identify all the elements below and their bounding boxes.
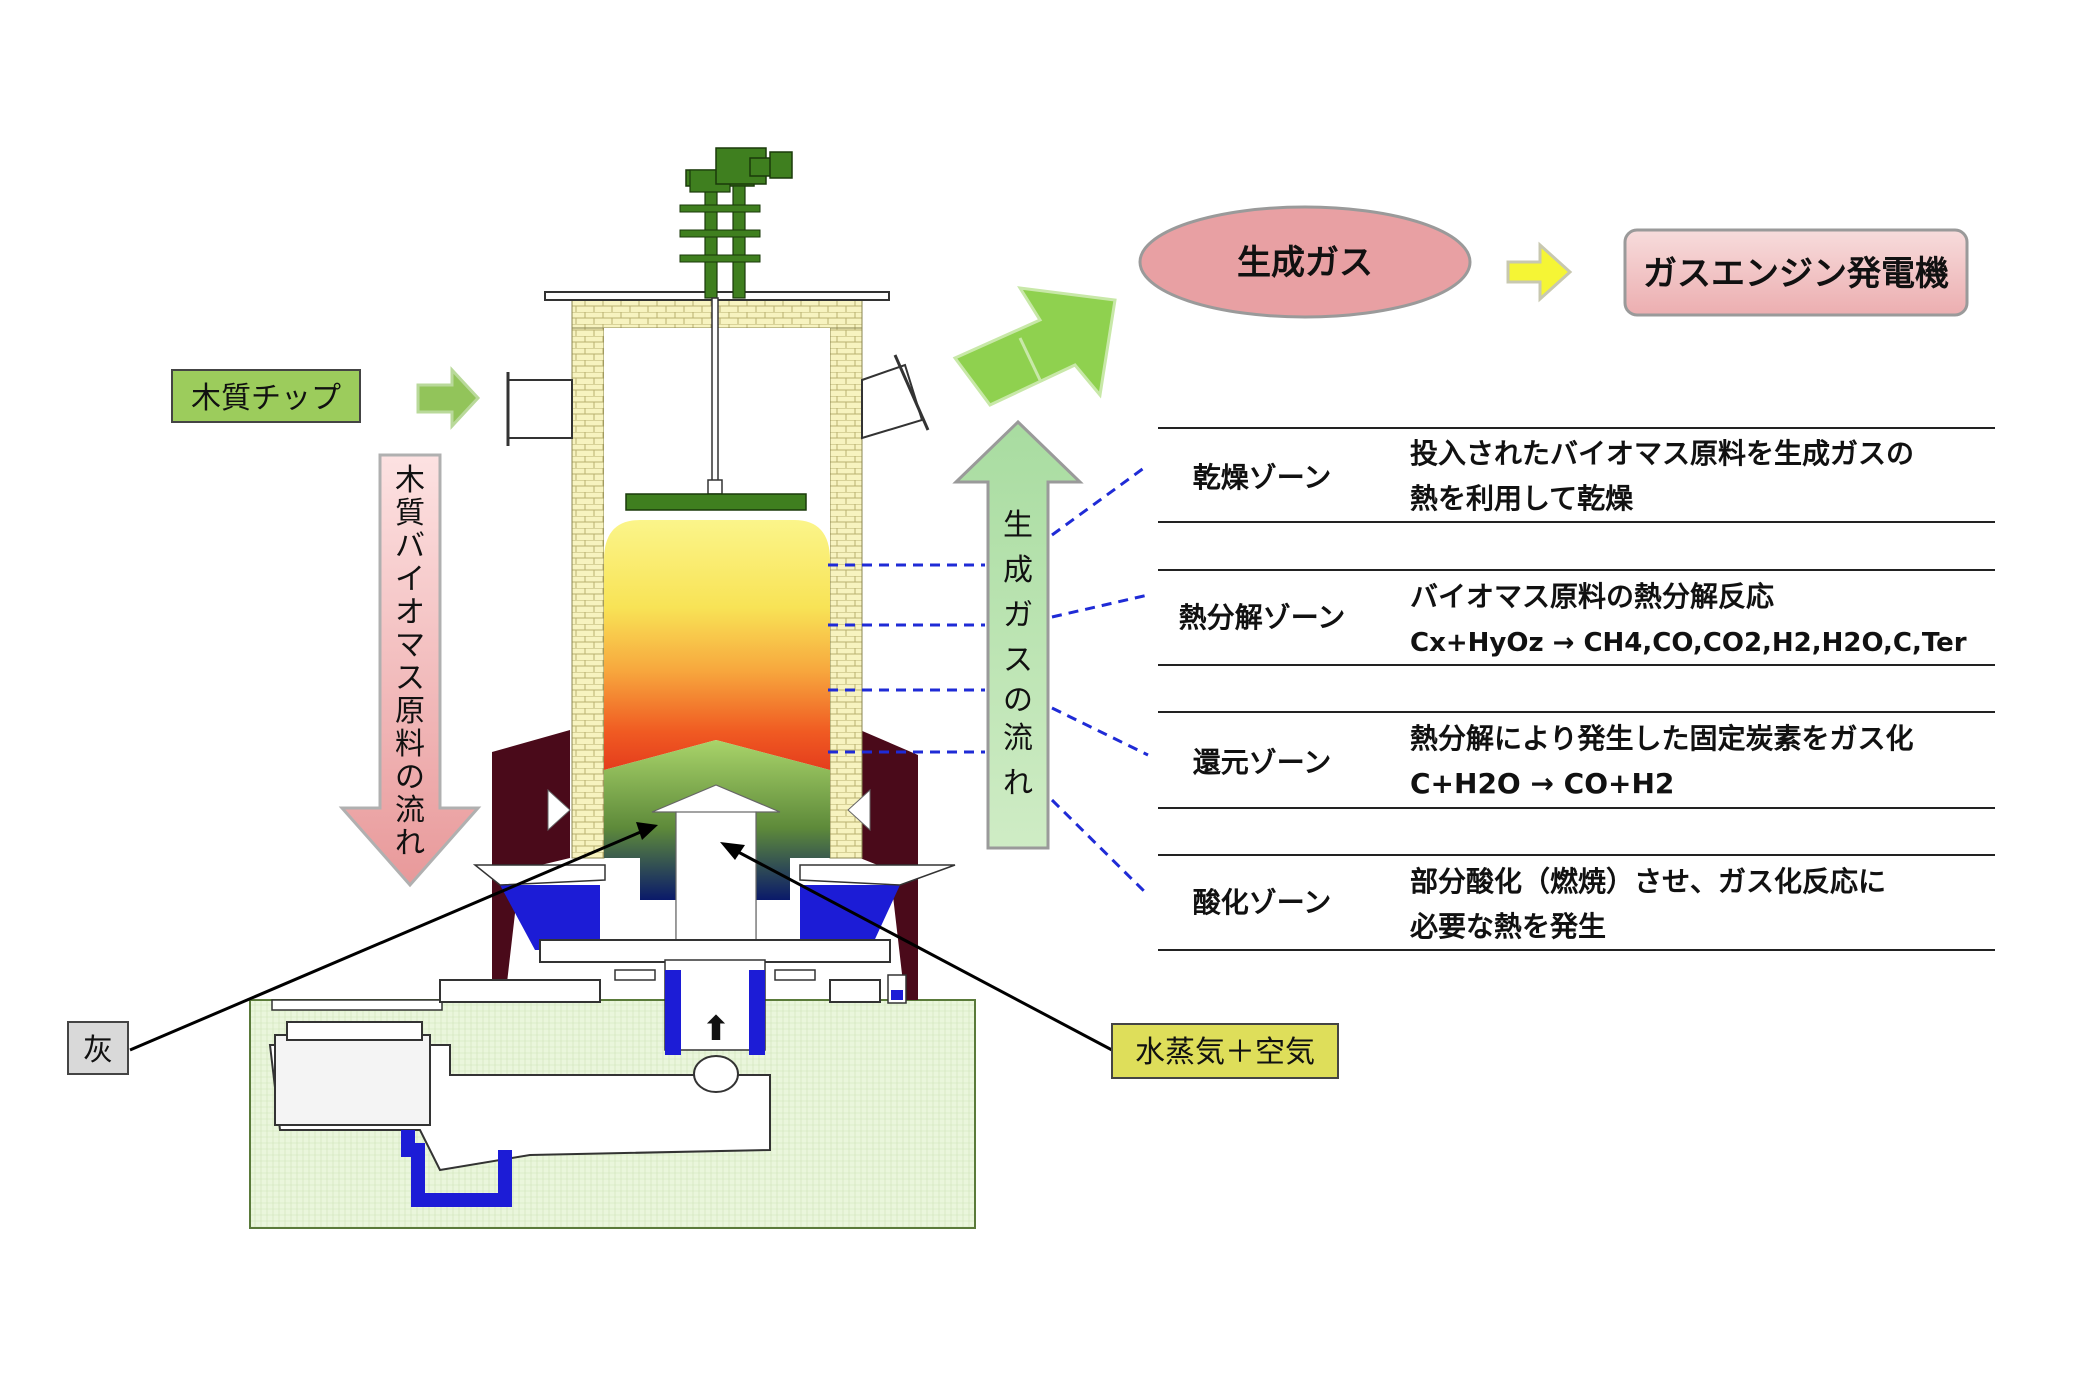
- svg-text:必要な熱を発生: 必要な熱を発生: [1410, 910, 1606, 943]
- svg-text:れ: れ: [395, 826, 425, 861]
- ash-leader-arrowhead: [636, 822, 658, 840]
- svg-text:還元ゾーン: 還元ゾーン: [1193, 746, 1332, 779]
- product-gas-node: 生成ガス: [1138, 205, 1472, 319]
- gas-engine-node: ガスエンジン発電機: [1623, 228, 1969, 317]
- svg-text:ス: ス: [395, 661, 425, 696]
- gas-flow-label: 生 成 ガ ス の 流 れ: [1003, 508, 1033, 801]
- gas-flow-arrow: [952, 419, 1084, 850]
- foundation: [249, 999, 976, 1229]
- svg-text:成: 成: [1003, 553, 1033, 588]
- svg-text:ス: ス: [1003, 643, 1033, 678]
- svg-text:乾燥ゾーン: 乾燥ゾーン: [1193, 461, 1332, 494]
- svg-text:れ: れ: [1003, 766, 1033, 801]
- svg-text:ガ: ガ: [1003, 598, 1033, 633]
- svg-text:灰: 灰: [83, 1033, 113, 1068]
- svg-text:イ: イ: [395, 562, 425, 597]
- zone-oxidation: 酸化ゾーン 部分酸化（燃焼）させ、ガス化反応に 必要な熱を発生: [1193, 865, 1886, 943]
- svg-text:熱分解ゾーン: 熱分解ゾーン: [1179, 601, 1346, 634]
- svg-text:原: 原: [395, 694, 425, 729]
- svg-text:流: 流: [395, 793, 425, 828]
- zone-pyrolysis: 熱分解ゾーン バイオマス原料の熱分解反応 Cx+HyOz → CH4,CO,CO…: [1179, 580, 1967, 658]
- steam-leader-line: [724, 843, 1113, 1052]
- svg-text:熱を利用して乾燥: 熱を利用して乾燥: [1410, 482, 1634, 515]
- svg-text:ガスエンジン発電機: ガスエンジン発電機: [1643, 254, 1949, 294]
- zone-leader-lines: [828, 463, 1150, 897]
- svg-text:バイオマス原料の熱分解反応: バイオマス原料の熱分解反応: [1410, 580, 1774, 613]
- svg-text:部分酸化（燃焼）させ、ガス化反応に: 部分酸化（燃焼）させ、ガス化反応に: [1410, 865, 1886, 898]
- biomass-flow-arrow: [338, 453, 482, 888]
- outer-shell: [472, 730, 956, 1000]
- steam-leader-arrowhead: [720, 842, 745, 860]
- svg-text:の: の: [395, 760, 425, 795]
- agitator: [625, 147, 807, 511]
- steam-air-label: 水蒸気＋空気: [1111, 1023, 1339, 1079]
- svg-text:質: 質: [395, 496, 425, 531]
- svg-text:バ: バ: [395, 529, 425, 564]
- svg-text:投入されたバイオマス原料を生成ガスの: 投入されたバイオマス原料を生成ガスの: [1410, 437, 1914, 470]
- svg-text:生: 生: [1003, 508, 1033, 543]
- zone-reduction: 還元ゾーン 熱分解により発生した固定炭素をガス化 C+H2O → CO+H2: [1193, 722, 1914, 800]
- svg-text:流: 流: [1003, 721, 1033, 756]
- svg-text:生成ガス: 生成ガス: [1237, 243, 1373, 283]
- gas-to-engine-arrow: [1506, 241, 1573, 303]
- svg-text:木: 木: [395, 463, 425, 498]
- svg-text:熱分解により発生した固定炭素をガス化: 熱分解により発生した固定炭素をガス化: [1410, 722, 1913, 755]
- svg-text:の: の: [1003, 683, 1033, 718]
- svg-text:⬆: ⬆: [702, 1009, 731, 1049]
- feed-arrow: [416, 366, 481, 430]
- biomass-flow-label: 木 質 バ イ オ マ ス 原 料 の 流 れ: [395, 463, 425, 861]
- svg-text:木質チップ: 木質チップ: [191, 381, 341, 416]
- air-nozzle: ⬆: [439, 784, 907, 1055]
- svg-text:オ: オ: [395, 595, 425, 630]
- svg-text:水蒸気＋空気: 水蒸気＋空気: [1135, 1035, 1315, 1070]
- svg-text:酸化ゾーン: 酸化ゾーン: [1193, 886, 1332, 919]
- svg-text:マ: マ: [395, 628, 425, 663]
- ash-label: 灰: [67, 1021, 129, 1075]
- svg-text:C+H2O → CO+H2: C+H2O → CO+H2: [1410, 767, 1674, 800]
- svg-text:Cx+HyOz → CH4,CO,CO2,H2,H2O,C,: Cx+HyOz → CH4,CO,CO2,H2,H2O,C,Ter: [1410, 628, 1967, 658]
- wood-chip-label: 木質チップ: [171, 369, 361, 423]
- product-gas-arrow: [952, 286, 1117, 407]
- ash-leader-line: [129, 826, 651, 1052]
- svg-text:料: 料: [395, 727, 425, 762]
- zone-drying: 乾燥ゾーン 投入されたバイオマス原料を生成ガスの 熱を利用して乾燥: [1193, 437, 1914, 515]
- zone-table-rules: [1158, 427, 1995, 951]
